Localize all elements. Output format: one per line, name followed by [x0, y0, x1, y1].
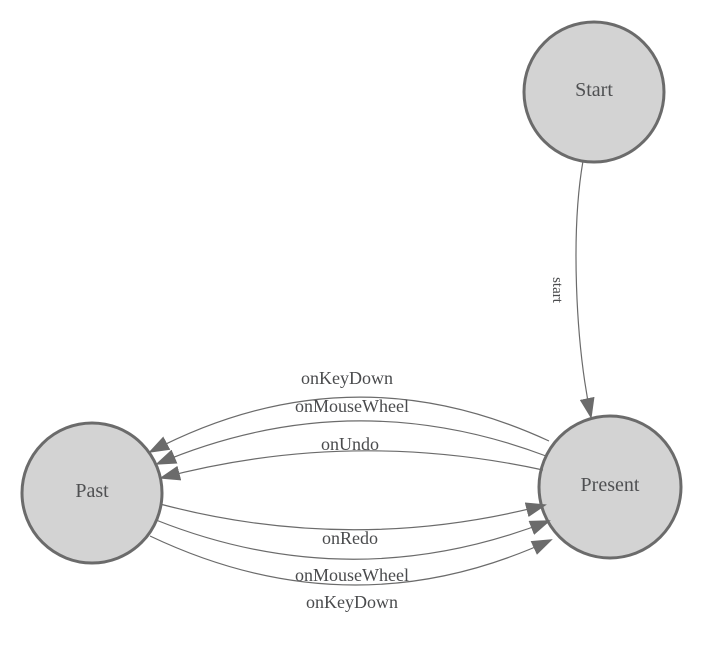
transition-edge-line[interactable]	[148, 396, 550, 453]
transition-edge-onMouseWheel-2[interactable]: onMouseWheel	[155, 396, 547, 465]
transition-edge-label: onRedo	[322, 528, 378, 548]
transition-edge-label: onKeyDown	[306, 592, 398, 612]
state-node-circle-start[interactable]	[522, 20, 666, 164]
transition-edge-line[interactable]	[149, 535, 553, 586]
transition-edge-onUndo-3[interactable]: onUndo	[159, 434, 544, 481]
state-node-circle-present[interactable]	[537, 414, 683, 560]
state-node-present[interactable]: Present	[537, 414, 683, 560]
transition-edge-start-0[interactable]: start	[549, 160, 595, 419]
transition-edge-onKeyDown-6[interactable]: onKeyDown	[149, 535, 553, 612]
transition-edge-line[interactable]	[155, 420, 547, 465]
state-node-circle-past[interactable]	[20, 421, 164, 565]
transition-edge-label: onMouseWheel	[295, 396, 409, 416]
transition-edge-label: onKeyDown	[301, 368, 393, 388]
transition-edge-label: onMouseWheel	[295, 565, 409, 585]
transition-edge-line[interactable]	[575, 160, 595, 419]
transition-edge-line[interactable]	[159, 450, 544, 481]
state-node-past[interactable]: Past	[20, 421, 164, 565]
transition-edge-line[interactable]	[155, 519, 551, 560]
transition-edge-onKeyDown-1[interactable]: onKeyDown	[148, 368, 550, 453]
transition-edge-line[interactable]	[159, 502, 547, 531]
state-node-start[interactable]: Start	[522, 20, 666, 164]
transition-edge-label: start	[549, 277, 565, 304]
